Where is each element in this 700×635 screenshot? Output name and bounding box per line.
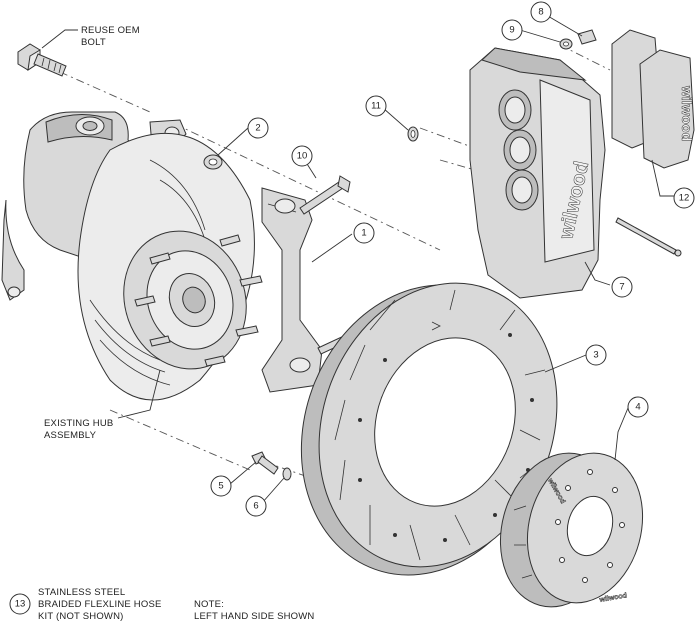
svg-text:3: 3 [593, 350, 598, 361]
svg-text:BOLT: BOLT [81, 37, 106, 48]
svg-text:5: 5 [218, 481, 223, 492]
callout-leaders [41, 11, 676, 504]
rotor-hat-part-4: wilwood wilwood [499, 452, 644, 608]
pad-brand-logo: wilwood [679, 85, 695, 141]
callout-6: 6 [245, 495, 267, 517]
rotor-part-3 [300, 282, 558, 576]
svg-text:7: 7 [619, 282, 624, 293]
washer-part-11 [407, 126, 419, 142]
callout-7: 7 [611, 276, 633, 298]
washer-part-2 [203, 154, 223, 170]
svg-text:STAINLESS STEEL: STAINLESS STEEL [38, 587, 125, 598]
svg-text:13: 13 [15, 599, 26, 610]
svg-text:6: 6 [253, 501, 258, 512]
callout-13: 13 [9, 593, 31, 615]
label-flexline-hose-kit: STAINLESS STEEL BRAIDED FLEXLINE HOSE KI… [38, 587, 162, 622]
callout-11: 11 [365, 95, 387, 117]
pad-retaining-pin [615, 217, 682, 257]
callout-5: 5 [210, 475, 232, 497]
svg-text:4: 4 [635, 402, 640, 413]
callout-8: 8 [530, 1, 552, 23]
callout-10: 10 [291, 145, 313, 167]
svg-text:9: 9 [509, 25, 514, 36]
svg-text:ASSEMBLY: ASSEMBLY [44, 430, 97, 441]
caliper-part-7: wilwood [469, 47, 606, 299]
caliper-bracket-part-1 [261, 187, 323, 393]
washer-part-6 [282, 467, 292, 481]
callout-9: 9 [501, 19, 523, 41]
mount-bolt-part-5 [251, 451, 279, 475]
washer-part-9 [559, 38, 573, 50]
callout-3: 3 [585, 344, 607, 366]
oem-bolt-part [17, 43, 67, 77]
svg-text:1: 1 [361, 228, 366, 239]
svg-text:NOTE:: NOTE: [194, 599, 224, 610]
svg-text:KIT (NOT SHOWN): KIT (NOT SHOWN) [38, 611, 124, 622]
label-note: NOTE: LEFT HAND SIDE SHOWN [194, 599, 314, 622]
svg-text:EXISTING HUB: EXISTING HUB [44, 418, 113, 429]
callout-1: 1 [353, 222, 375, 244]
callout-12: 12 [673, 187, 695, 209]
svg-text:10: 10 [297, 151, 308, 162]
svg-text:12: 12 [679, 193, 690, 204]
svg-text:LEFT HAND SIDE SHOWN: LEFT HAND SIDE SHOWN [194, 611, 314, 622]
label-reuse-oem-bolt: REUSE OEM BOLT [81, 25, 140, 48]
callout-4: 4 [627, 396, 649, 418]
brake-pads-part-12: wilwood [611, 29, 695, 169]
bleeder-part-8 [577, 29, 597, 45]
label-existing-hub-assembly: EXISTING HUB ASSEMBLY [44, 418, 113, 441]
svg-text:2: 2 [255, 123, 260, 134]
svg-text:11: 11 [371, 101, 381, 112]
svg-text:BRAIDED FLEXLINE HOSE: BRAIDED FLEXLINE HOSE [38, 599, 162, 610]
callout-2: 2 [247, 117, 269, 139]
bracket-bolt-part-10 [299, 175, 351, 215]
svg-text:REUSE OEM: REUSE OEM [81, 25, 140, 36]
hub-assembly-part [1, 111, 263, 401]
svg-text:8: 8 [538, 7, 543, 18]
